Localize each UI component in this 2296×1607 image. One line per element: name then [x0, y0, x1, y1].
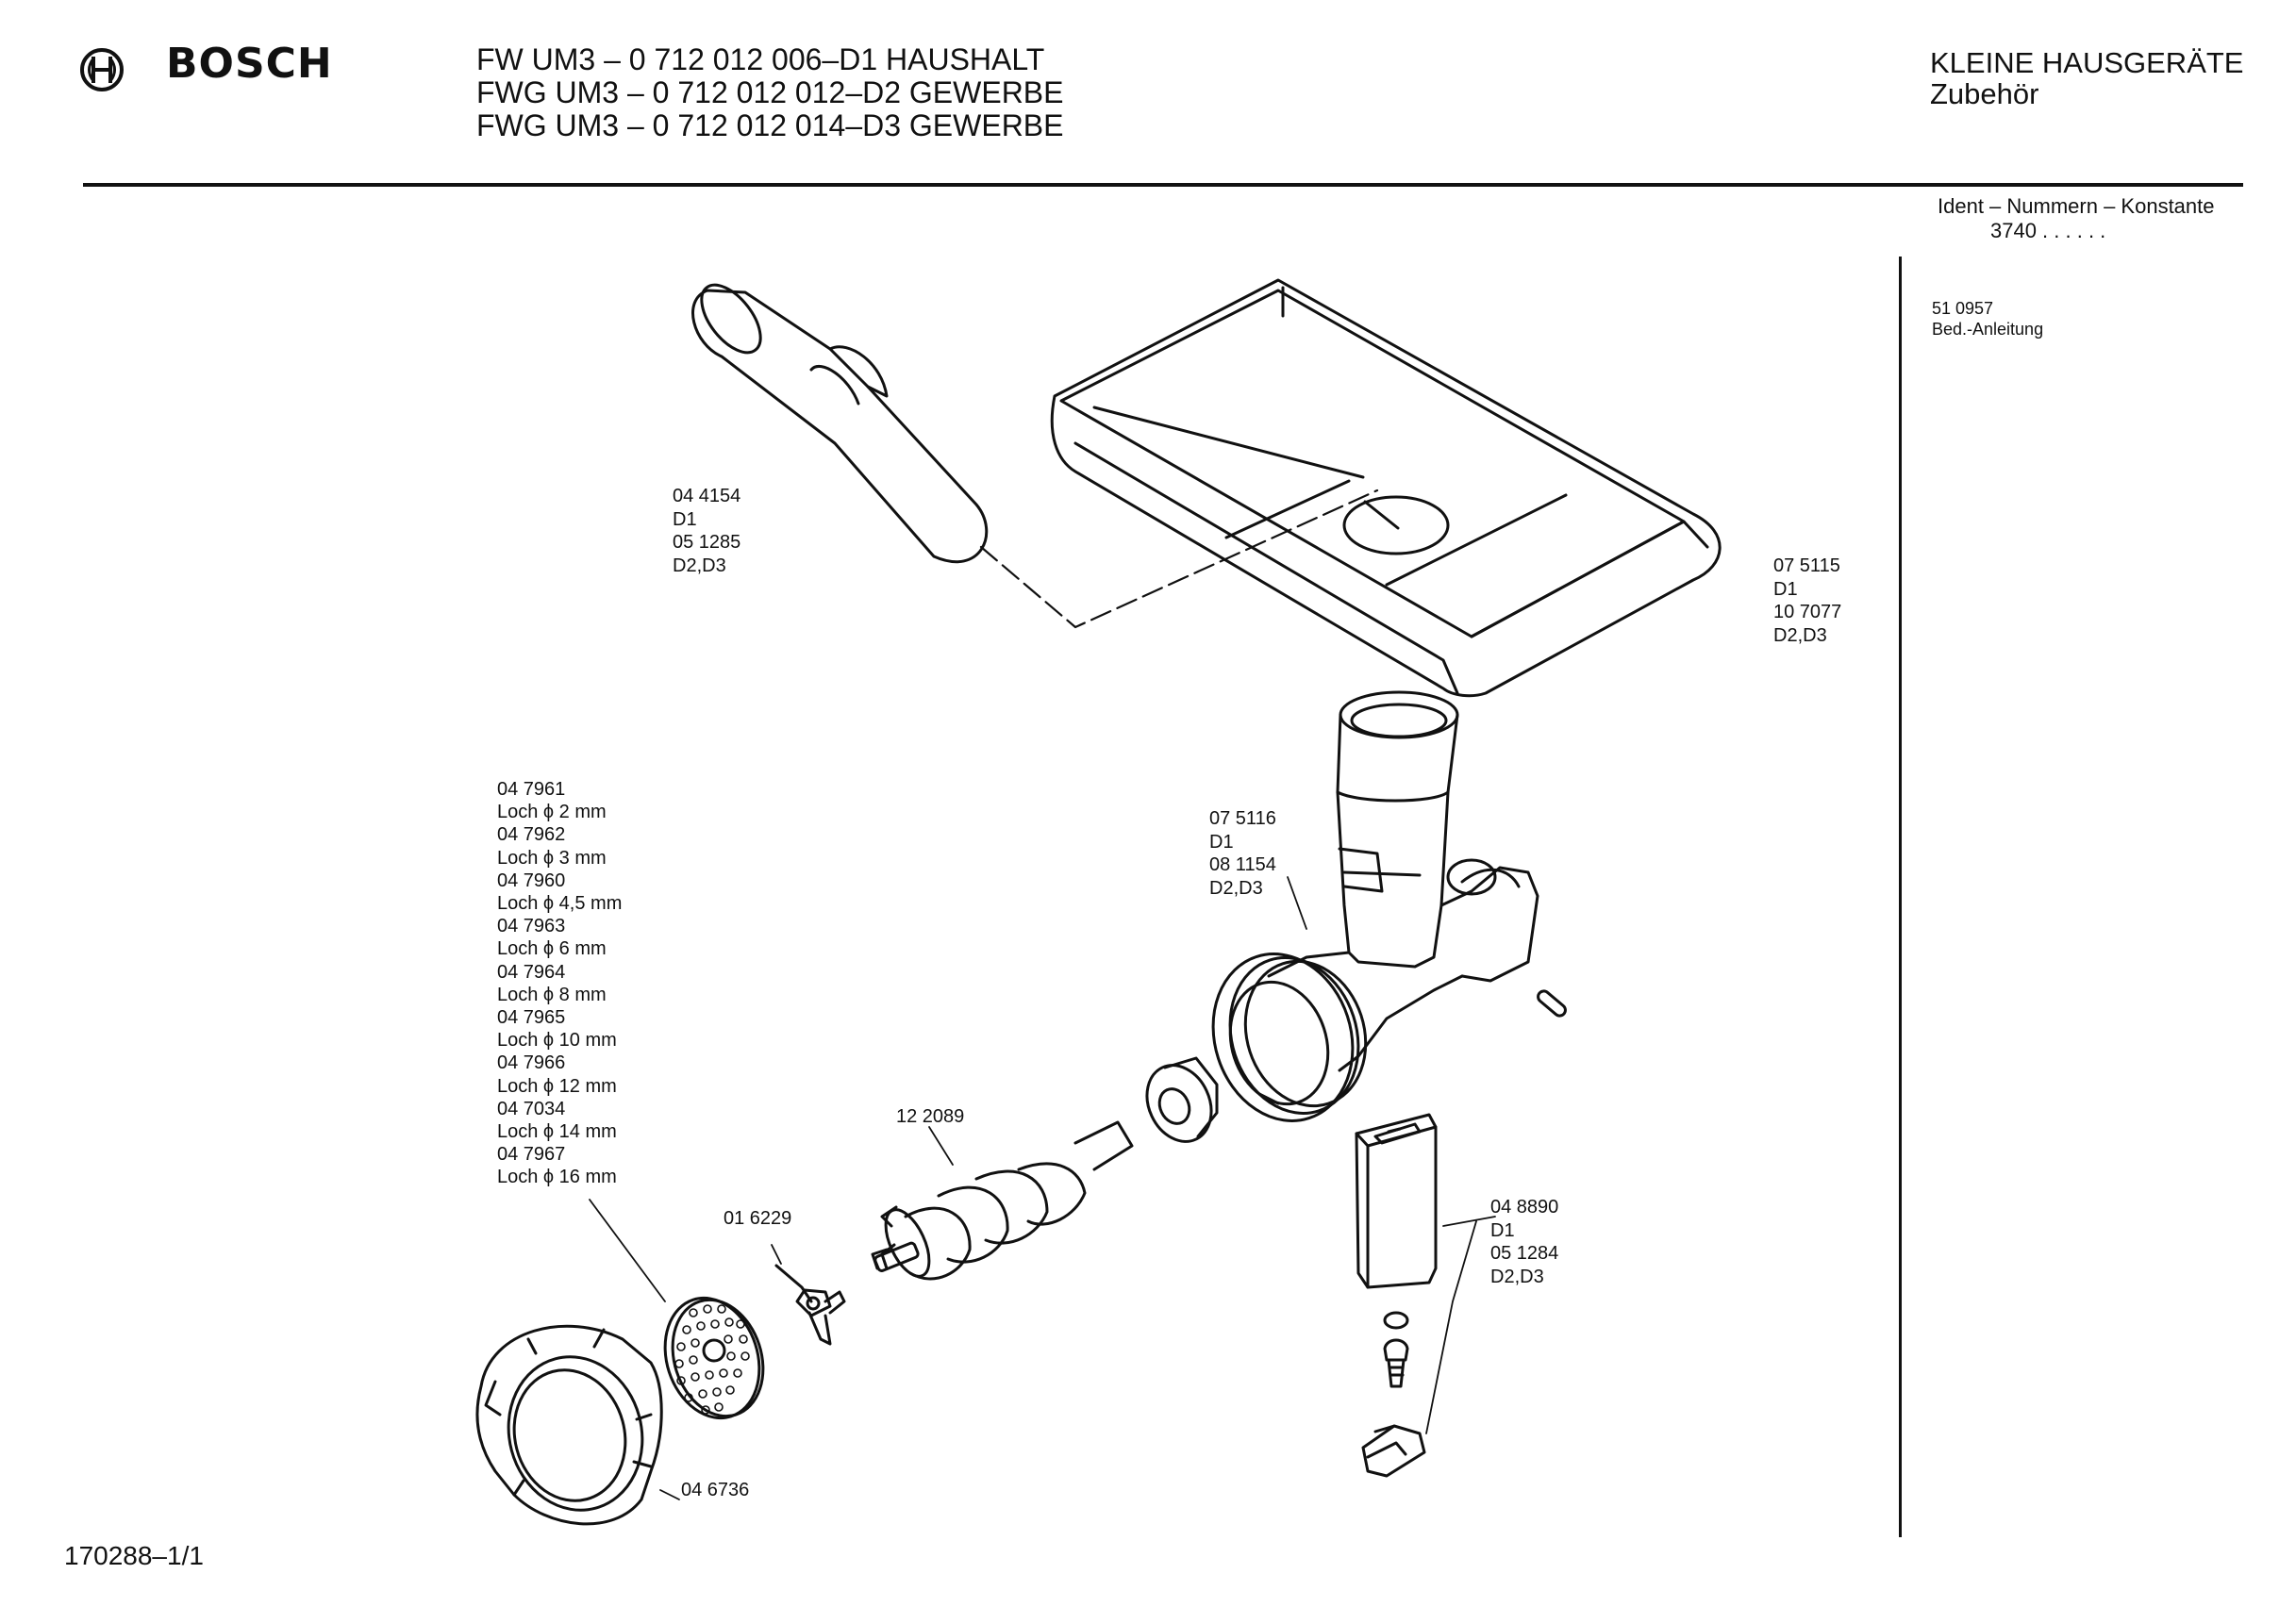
variant: D2,D3 — [673, 555, 726, 576]
pin-part — [1537, 989, 1567, 1018]
sidebar-divider — [1899, 257, 1902, 1537]
label-pusher: 04 4154 D1 05 1285 D2,D3 — [673, 485, 740, 577]
part-number: 04 4154 — [673, 486, 741, 506]
disc-hole-size: Loch ϕ 6 mm — [497, 938, 607, 960]
ring-nut-part — [475, 1324, 663, 1526]
part-number: 04 7965 — [497, 1007, 566, 1029]
disc-hole-size: Loch ϕ 14 mm — [497, 1121, 617, 1143]
screw-part — [1383, 1338, 1409, 1388]
disc-hole-size: Loch ϕ 4,5 mm — [497, 893, 623, 915]
worm-part — [871, 1120, 1134, 1281]
bosch-logo-icon — [80, 48, 124, 91]
disc-hole-size: Loch ϕ 10 mm — [497, 1030, 617, 1052]
variant: D1 — [673, 508, 697, 530]
assembly-guide-line — [979, 489, 1379, 629]
part-number: 07 5115 — [1773, 555, 1840, 576]
housing-part — [1211, 690, 1539, 1122]
part-number: 08 1154 — [1209, 854, 1276, 875]
disc-hole-size: Loch ϕ 3 mm — [497, 847, 607, 869]
part-number: 04 7034 — [497, 1098, 566, 1119]
variant: D1 — [1209, 831, 1234, 853]
model-line: FWG UM3 – 0 712 012 014–D3 GEWERBE — [476, 108, 1064, 142]
part-number: 04 8890 — [1490, 1197, 1559, 1218]
part-number: 07 5116 — [1209, 808, 1276, 829]
part-number: 04 7963 — [497, 916, 566, 937]
drawing-number: 170288–1/1 — [64, 1541, 204, 1570]
tray-part — [1050, 278, 1722, 698]
document-title: Bed.-Anleitung — [1932, 320, 2044, 339]
foot-part — [1361, 1424, 1426, 1478]
category-title: KLEINE HAUSGERÄTE Zubehör — [1930, 47, 2243, 109]
document-ref: 51 0957 Bed.-Anleitung — [1932, 298, 2043, 340]
bushing-part — [1145, 1056, 1219, 1143]
label-tray: 07 5115 D1 10 7077 D2,D3 — [1773, 555, 1841, 647]
category-line: KLEINE HAUSGERÄTE — [1930, 46, 2244, 79]
subcategory-line: Zubehör — [1930, 77, 2039, 110]
pusher-part — [691, 283, 989, 564]
header-divider — [83, 183, 2243, 187]
variant: D2,D3 — [1490, 1266, 1544, 1287]
variant: D1 — [1773, 578, 1798, 600]
part-number: 05 1284 — [1490, 1243, 1559, 1264]
label-worm: 12 2089 — [896, 1106, 965, 1127]
variant: D2,D3 — [1209, 877, 1263, 899]
ident-label: Ident – Nummern – Konstante — [1938, 194, 2215, 218]
label-discs: 04 7961 Loch ϕ 2 mm 04 7962 Loch ϕ 3 mm … — [497, 778, 622, 1189]
disc-hole-size: Loch ϕ 8 mm — [497, 984, 607, 1005]
part-number: 04 7964 — [497, 961, 566, 983]
part-number: 05 1285 — [673, 532, 741, 553]
disc-hole-size: Loch ϕ 2 mm — [497, 802, 607, 823]
label-handle: 04 8890 D1 05 1284 D2,D3 — [1490, 1196, 1558, 1288]
part-number: 10 7077 — [1773, 602, 1842, 622]
part-number: 04 7960 — [497, 870, 566, 891]
model-line: FW UM3 – 0 712 012 006–D1 HAUSHALT — [476, 42, 1045, 76]
part-number: 04 7961 — [497, 779, 566, 800]
handle-part — [1355, 1113, 1438, 1289]
leader-lines — [589, 876, 1496, 1500]
variant: D2,D3 — [1773, 624, 1827, 646]
perforated-disc-part — [663, 1296, 765, 1420]
part-number: 04 7967 — [497, 1144, 566, 1166]
variant: D1 — [1490, 1219, 1515, 1241]
model-line: FWG UM3 – 0 712 012 012–D2 GEWERBE — [476, 75, 1064, 109]
label-knife: 01 6229 — [724, 1208, 792, 1229]
part-number: 04 7966 — [497, 1052, 566, 1074]
ident-value: 3740 . . . . . . — [1990, 219, 2106, 242]
part-number: 04 7962 — [497, 824, 566, 846]
ident-block: Ident – Nummern – Konstante 3740 . . . .… — [1938, 194, 2215, 243]
knife-part — [774, 1264, 846, 1346]
washer-part — [1383, 1311, 1409, 1330]
brand-name: BOSCH — [166, 40, 333, 88]
model-list: FW UM3 – 0 712 012 006–D1 HAUSHALT FWG U… — [476, 43, 1063, 142]
disc-hole-size: Loch ϕ 16 mm — [497, 1167, 617, 1188]
disc-hole-size: Loch ϕ 12 mm — [497, 1075, 617, 1097]
document-number: 51 0957 — [1932, 299, 1994, 318]
label-ring-nut: 04 6736 — [681, 1480, 750, 1500]
label-housing: 07 5116 D1 08 1154 D2,D3 — [1209, 807, 1276, 900]
